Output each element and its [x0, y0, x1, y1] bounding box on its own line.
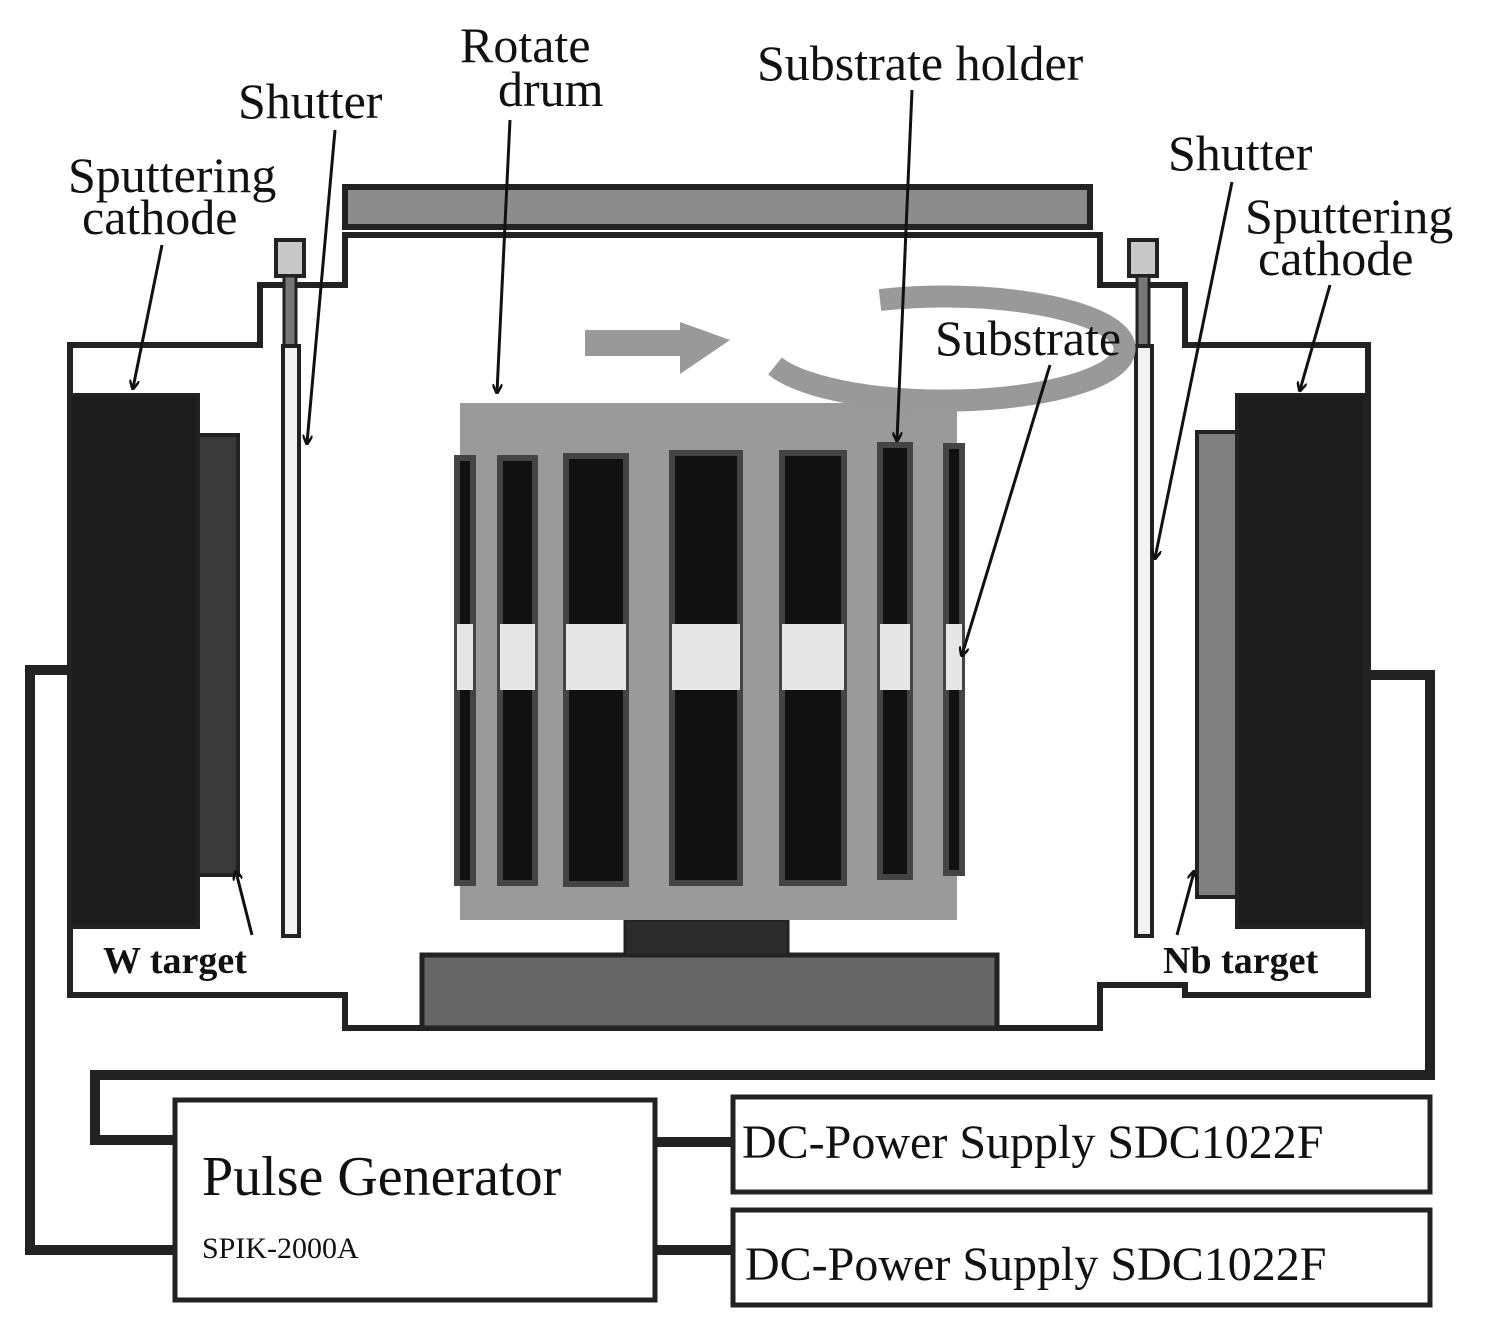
rotate-drum-label-line1: Rotate [460, 17, 591, 73]
dc-power-supply-bottom-box [730, 1207, 1433, 1308]
sputtering-cathode-left-line2: cathode [82, 189, 237, 245]
substrate-sample [880, 624, 910, 690]
arrow-sputtering-cathode-right [1300, 284, 1332, 390]
dc-power-supply-top-label: DC-Power Supply SDC1022F [742, 1116, 1323, 1169]
substrate-sample [566, 624, 626, 690]
right-shutter-stem [1135, 274, 1151, 348]
wire-right-cathode-to-pulse-generator [90, 670, 1435, 1145]
leader-arrows [133, 89, 1332, 936]
w-target-label: W target [103, 940, 247, 982]
arrow-w-target [236, 872, 254, 936]
arrow-shutter-left [307, 129, 337, 443]
vacuum-chamber-outline [67, 232, 1371, 1031]
substrate-sample [946, 624, 962, 690]
nb-target-plate [1195, 430, 1239, 899]
arrow-substrate [962, 364, 1052, 655]
dc-power-supply-top-box [730, 1094, 1433, 1195]
arrow-shutter-right [1155, 181, 1234, 558]
substrate-sample [782, 624, 844, 690]
dc-power-supply-bottom-label: DC-Power Supply SDC1022F [745, 1238, 1326, 1291]
left-shutter-stem [282, 274, 298, 348]
right-sputtering-cathode [1235, 393, 1367, 929]
left-shutter-cap [274, 238, 306, 278]
sputtering-cathode-right-line1: Sputtering [1245, 188, 1453, 244]
arrow-nb-target [1175, 872, 1194, 936]
arrow-rotate-drum [497, 119, 512, 392]
pulse-generator-model: SPIK-2000A [202, 1232, 359, 1265]
rotate-drum-label-line2: drum [498, 61, 604, 117]
wire-left-cathode-to-pulse-generator [25, 665, 175, 1255]
drum-base [419, 952, 1000, 1031]
shutter-right-label: Shutter [1168, 125, 1313, 181]
substrate-holder-label: Substrate holder [757, 35, 1084, 91]
pulse-generator-title: Pulse Generator [202, 1146, 562, 1208]
substrate-sample [457, 624, 473, 690]
nb-target-label: Nb target [1163, 940, 1318, 982]
left-shutter-plate [281, 344, 301, 938]
w-target-plate [196, 433, 240, 877]
sputtering-cathode-right-line2: cathode [1258, 230, 1413, 286]
substrate-label: Substrate [935, 310, 1121, 366]
pulse-generator-box [172, 1097, 658, 1303]
sputtering-cathode-left-line1: Sputtering [68, 147, 276, 203]
power-wiring [25, 665, 1435, 1255]
shutter-left-label: Shutter [238, 73, 383, 129]
arrow-sputtering-cathode-left [133, 244, 164, 388]
substrate-sample [500, 624, 535, 690]
left-sputtering-cathode [68, 393, 200, 929]
chamber-lid [342, 184, 1093, 230]
substrates [457, 624, 962, 690]
right-shutter-plate [1134, 344, 1154, 938]
substrate-sample [672, 624, 740, 690]
arrow-substrate-holder [897, 89, 914, 440]
right-shutter-cap [1127, 238, 1159, 278]
drum-spindle [623, 918, 790, 957]
rotation-arrow-icon [585, 285, 1136, 412]
